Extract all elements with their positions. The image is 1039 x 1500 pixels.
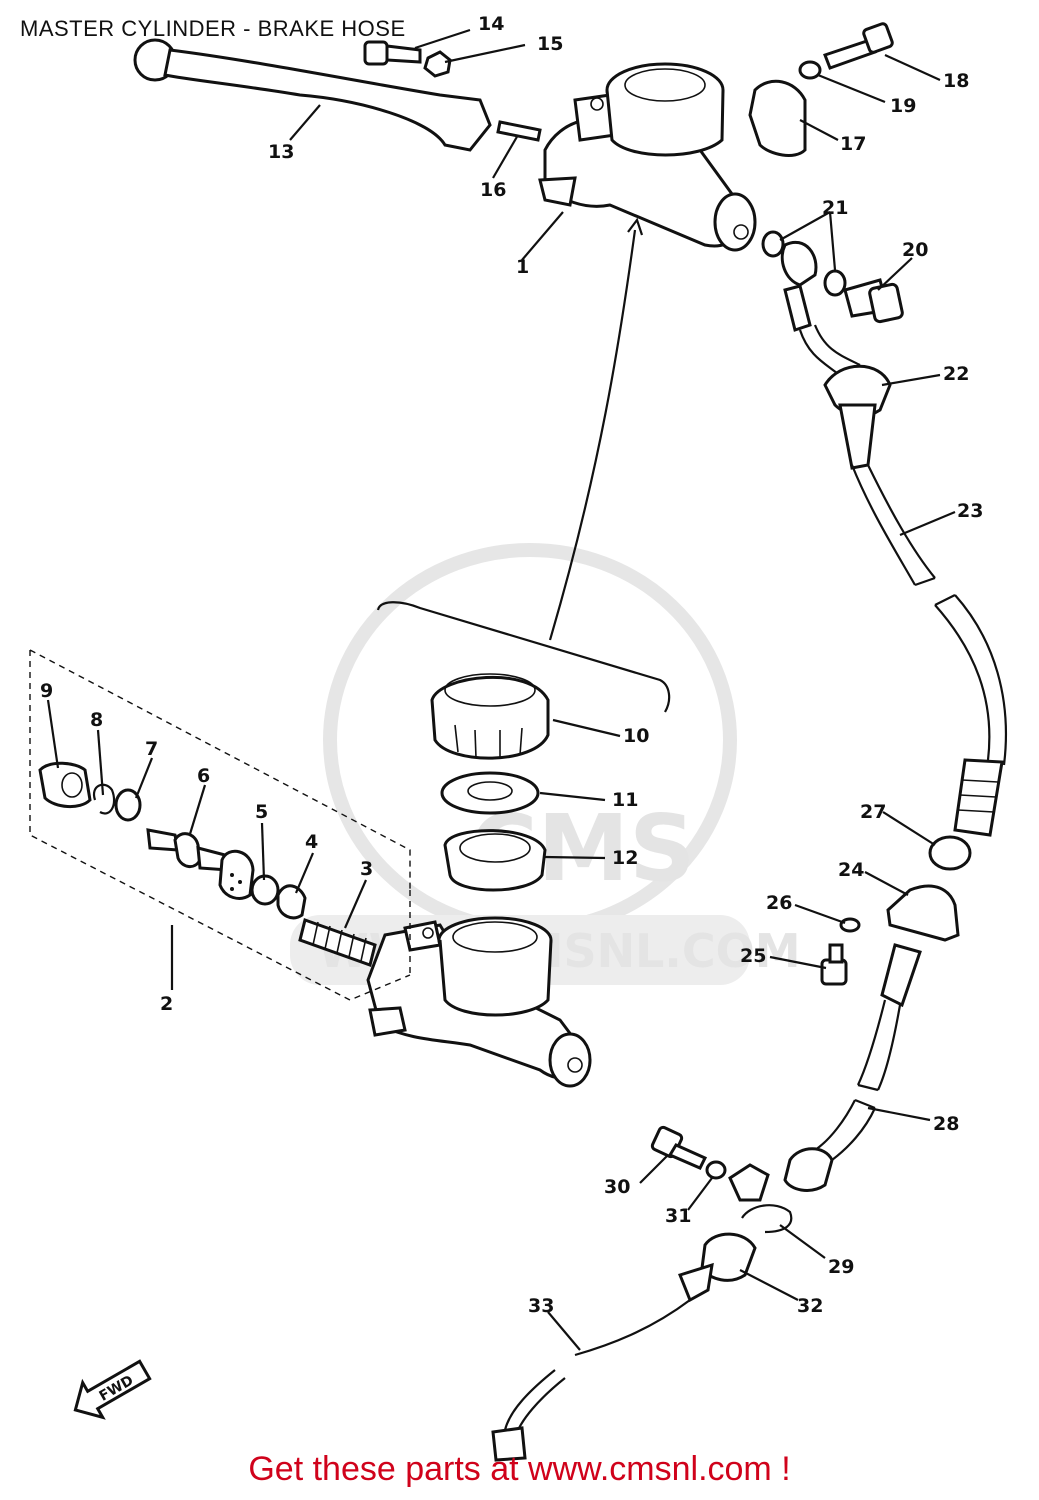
hose-clip (741, 1204, 793, 1234)
callout-19: 19 (890, 95, 916, 117)
callout-20: 20 (902, 239, 928, 261)
forward-arrow: FWD (73, 1359, 152, 1420)
bracket-washer (839, 917, 861, 933)
callout-2: 2 (160, 993, 173, 1015)
lever-bolt (363, 40, 422, 66)
explode-bracket (376, 601, 671, 713)
callout-32: 32 (797, 1295, 823, 1317)
brake-hose-upper (783, 284, 936, 587)
brake-lever (133, 38, 492, 152)
lever-spring (496, 120, 542, 142)
holder-clamp (748, 79, 807, 157)
clamp-washer (798, 60, 822, 80)
switch-wire (491, 1369, 566, 1462)
callout-1: 1 (516, 256, 529, 278)
callout-15: 15 (537, 33, 563, 55)
lever-nut (423, 50, 452, 78)
callout-17: 17 (840, 133, 866, 155)
callout-29: 29 (828, 1256, 854, 1278)
primary-cup (250, 874, 280, 906)
callout-14: 14 (478, 13, 504, 35)
callout-labels: 1 2 3 4 5 6 7 8 9 10 11 12 13 14 15 16 1… (40, 13, 983, 1317)
callout-26: 26 (766, 892, 792, 914)
leader-lines (46, 28, 956, 1351)
callout-7: 7 (145, 738, 158, 760)
callout-28: 28 (933, 1113, 959, 1135)
repair-kit-outline (29, 649, 411, 1001)
hose-grommet (928, 835, 972, 871)
master-cylinder-body (366, 916, 592, 1088)
gasket-b (823, 269, 847, 297)
reservoir-cap (430, 673, 550, 760)
callout-27: 27 (860, 801, 886, 823)
callout-10: 10 (623, 725, 649, 747)
callout-13: 13 (268, 141, 294, 163)
spring-seat (276, 884, 307, 920)
piston-boot (38, 761, 92, 808)
callout-4: 4 (305, 831, 318, 853)
callout-9: 9 (40, 680, 53, 702)
watermark-logo: CMS WWW.CMSNL.COM (290, 543, 801, 985)
callout-6: 6 (197, 765, 210, 787)
return-spring (298, 918, 377, 967)
explode-arrow-line (548, 229, 637, 641)
union-bolt (843, 278, 904, 324)
callout-21: 21 (822, 197, 848, 219)
callout-16: 16 (480, 179, 506, 201)
callout-3: 3 (360, 858, 373, 880)
clip-bracket (728, 1163, 770, 1202)
callout-24: 24 (838, 859, 864, 881)
hose-bracket (886, 884, 960, 942)
callout-5: 5 (255, 801, 268, 823)
stop-washer (114, 788, 142, 822)
brake-hose-front (783, 943, 922, 1192)
piston (146, 828, 255, 900)
circlip (92, 783, 116, 815)
bracket-bolt (820, 943, 848, 986)
diaphragm-plate (440, 771, 540, 815)
diaphragm (443, 829, 547, 892)
clamp-bolt (823, 22, 894, 70)
hose-union (780, 240, 818, 287)
brake-hose-lower (934, 594, 1008, 837)
clip-washer (705, 1160, 727, 1180)
callout-22: 22 (943, 363, 969, 385)
master-cylinder-upper (538, 62, 757, 252)
promo-footer-link[interactable]: Get these parts at www.cmsnl.com ! (248, 1450, 791, 1488)
callout-11: 11 (612, 789, 638, 811)
callout-18: 18 (943, 70, 969, 92)
callout-25: 25 (740, 945, 766, 967)
clip-bolt (650, 1125, 708, 1170)
callout-31: 31 (665, 1205, 691, 1227)
gasket-a (761, 230, 785, 258)
callout-23: 23 (957, 500, 983, 522)
callout-12: 12 (612, 847, 638, 869)
callout-30: 30 (604, 1176, 630, 1198)
callout-33: 33 (528, 1295, 554, 1317)
page-title: MASTER CYLINDER - BRAKE HOSE (20, 16, 406, 41)
brake-switch (574, 1232, 757, 1357)
explode-arrow-head (627, 217, 644, 236)
callout-8: 8 (90, 709, 103, 731)
